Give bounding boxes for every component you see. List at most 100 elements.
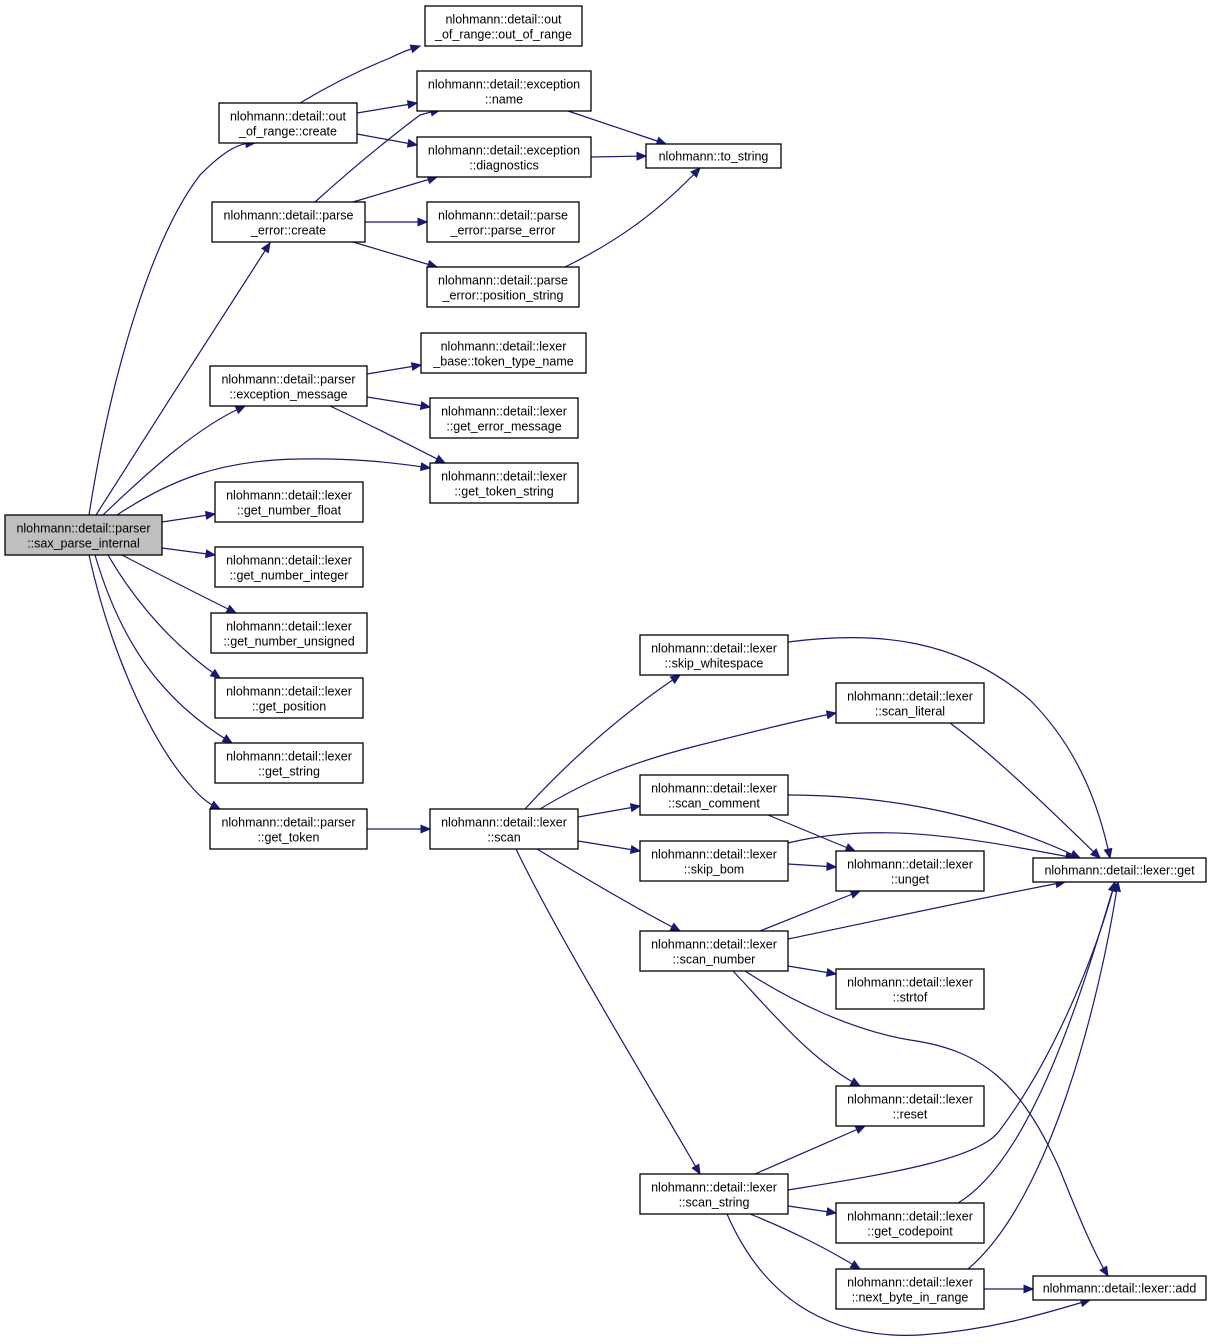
node-label-line: nlohmann::to_string [659, 150, 769, 164]
node-label-line: nlohmann::detail::lexer [847, 1210, 973, 1224]
arrowhead-p_excmsg-l_errmsg [419, 401, 432, 411]
node-l-skipws[interactable]: nlohmann::detail::lexer::skip_whitespace [639, 634, 789, 676]
node-l-pos[interactable]: nlohmann::detail::lexer::get_position [214, 677, 364, 719]
node-box [835, 682, 985, 724]
node-label-line: nlohmann::detail::parser [16, 522, 150, 536]
node-l-unget[interactable]: nlohmann::detail::lexer::unget [835, 850, 985, 892]
node-l-reset[interactable]: nlohmann::detail::lexer::reset [835, 1085, 985, 1127]
node-l-skipbom[interactable]: nlohmann::detail::lexer::skip_bom [639, 840, 789, 882]
node-label-line: nlohmann::detail::lexer [226, 554, 352, 568]
node-l-scanlit[interactable]: nlohmann::detail::lexer::scan_literal [835, 682, 985, 724]
node-label-line: nlohmann::detail::lexer [847, 858, 973, 872]
arrowhead-root-l_numint [204, 549, 217, 559]
arrowhead-oor_create-exc_name [406, 100, 419, 110]
node-label-line: ::skip_whitespace [665, 657, 764, 671]
node-exc-diag[interactable]: nlohmann::detail::exception::diagnostics [416, 136, 592, 178]
node-label-line: ::get_string [258, 765, 320, 779]
node-label-line: nlohmann::detail::lexer [441, 405, 567, 419]
node-label-line: nlohmann::detail::lexer [651, 848, 777, 862]
node-label-line: nlohmann::detail::exception [428, 144, 580, 158]
node-label-line: ::get_position [252, 700, 326, 714]
node-lb-ttn[interactable]: nlohmann::detail::lexer_base::token_type… [420, 332, 587, 374]
edge-root-to-l_pos [107, 554, 221, 679]
arrowhead-p_excmsg-lb_ttn [410, 362, 423, 372]
edge-l_scanstr-to-l_add [726, 1213, 1091, 1336]
node-l-get[interactable]: nlohmann::detail::lexer::get [1032, 857, 1207, 883]
node-pe-posstr[interactable]: nlohmann::detail::parse_error::position_… [426, 266, 580, 308]
edge-root-to-pe_create [95, 242, 271, 516]
node-label-line: nlohmann::detail::lexer [651, 938, 777, 952]
node-l-scan[interactable]: nlohmann::detail::lexer::scan [429, 808, 579, 850]
node-l-numint[interactable]: nlohmann::detail::lexer::get_number_inte… [214, 546, 364, 588]
edge-l_scannum-to-l_get [787, 881, 1066, 940]
node-pe-create[interactable]: nlohmann::detail::parse_error::create [211, 201, 366, 243]
node-label-line: nlohmann::detail::parser [221, 816, 355, 830]
edge-root-to-p_gettok [88, 554, 221, 810]
node-label-line: ::get_token [258, 831, 320, 845]
edge-root-to-p_excmsg [102, 405, 246, 516]
arrowhead-l_skipws-l_get [1103, 847, 1113, 860]
arrowhead-pe_create-pe_ctor [417, 217, 429, 227]
node-l-numuns[interactable]: nlohmann::detail::lexer::get_number_unsi… [210, 612, 368, 654]
node-label-line: ::get_number_float [237, 504, 342, 518]
node-box [209, 808, 368, 850]
edge-l_scancom-to-l_get [787, 794, 1081, 859]
node-p-excmsg[interactable]: nlohmann::detail::parser::exception_mess… [209, 365, 368, 407]
edge-pe_posstr-to-to_string [564, 167, 701, 268]
edge-l_scanlit-to-l_get [949, 722, 1101, 859]
node-box [420, 332, 587, 374]
node-l-tokstr[interactable]: nlohmann::detail::lexer::get_token_strin… [429, 462, 579, 504]
node-box [426, 266, 580, 308]
node-to-string[interactable]: nlohmann::to_string [645, 143, 782, 169]
node-box [429, 808, 579, 850]
edge-exc_name-to-to_string [567, 110, 667, 145]
node-pe-ctor[interactable]: nlohmann::detail::parse_error::parse_err… [426, 201, 580, 243]
node-label-line: nlohmann::detail::lexer [441, 470, 567, 484]
node-label-line: nlohmann::detail::lexer [651, 642, 777, 656]
node-label-line: nlohmann::detail::lexer [847, 1276, 973, 1290]
node-box [4, 514, 163, 556]
node-l-strtof[interactable]: nlohmann::detail::lexer::strtof [835, 968, 985, 1010]
node-exc-name[interactable]: nlohmann::detail::exception::name [416, 70, 592, 112]
node-label-line: nlohmann::detail::lexer [226, 685, 352, 699]
node-label-line: ::sax_parse_internal [27, 537, 140, 551]
edge-oor_create-to-oor_ctor [299, 45, 421, 104]
node-l-scancom[interactable]: nlohmann::detail::lexer::scan_comment [639, 774, 789, 816]
node-label-line: nlohmann::detail::out [445, 13, 562, 27]
node-l-scannum[interactable]: nlohmann::detail::lexer::scan_number [639, 930, 789, 972]
node-l-getstr[interactable]: nlohmann::detail::lexer::get_string [214, 742, 364, 784]
arrowhead-l_scanstr-l_reset [854, 1125, 867, 1134]
node-l-errmsg[interactable]: nlohmann::detail::lexer::get_error_messa… [429, 397, 579, 439]
node-box [426, 201, 580, 243]
edge-root-to-oor_create [88, 142, 256, 516]
node-box [416, 70, 592, 112]
node-box [214, 481, 364, 523]
edge-l_scanstr-to-l_reset [754, 1125, 866, 1175]
edge-l_scan-to-l_scannum [536, 848, 681, 932]
node-oor-create[interactable]: nlohmann::detail::out_of_range::create [218, 102, 358, 144]
node-label-line: nlohmann::detail::lexer::add [1043, 1282, 1197, 1296]
node-l-getcp[interactable]: nlohmann::detail::lexer::get_codepoint [835, 1202, 985, 1244]
node-label-line: nlohmann::detail::exception [428, 78, 580, 92]
node-l-nbir[interactable]: nlohmann::detail::lexer::next_byte_in_ra… [835, 1268, 985, 1310]
node-box [214, 742, 364, 784]
arrowhead-l_nbir-l_add [1023, 1284, 1035, 1294]
arrowhead-l_scannum-l_unget [849, 890, 862, 899]
node-p-gettok[interactable]: nlohmann::detail::parser::get_token [209, 808, 368, 850]
node-box [1032, 1275, 1207, 1301]
arrowhead-l_skipbom-l_unget [826, 861, 838, 871]
node-label-line: nlohmann::detail::out [230, 110, 347, 124]
edge-root-to-l_getstr [94, 554, 233, 744]
node-oor-ctor[interactable]: nlohmann::detail::out_of_range::out_of_r… [424, 5, 583, 47]
node-label-line: ::next_byte_in_range [852, 1291, 969, 1305]
node-label-line: ::get_token_string [454, 485, 553, 499]
node-label-line: ::exception_message [229, 388, 347, 402]
arrowhead-l_nbir-l_get [1112, 880, 1122, 893]
node-box [210, 612, 368, 654]
node-l-add[interactable]: nlohmann::detail::lexer::add [1032, 1275, 1207, 1301]
arrowhead-l_scanstr-l_getcp [825, 1207, 838, 1217]
node-l-scanstr[interactable]: nlohmann::detail::lexer::scan_string [639, 1173, 789, 1215]
node-l-numfloat[interactable]: nlohmann::detail::lexer::get_number_floa… [214, 481, 364, 523]
arrowhead-l_scan-l_scannum [669, 922, 682, 932]
